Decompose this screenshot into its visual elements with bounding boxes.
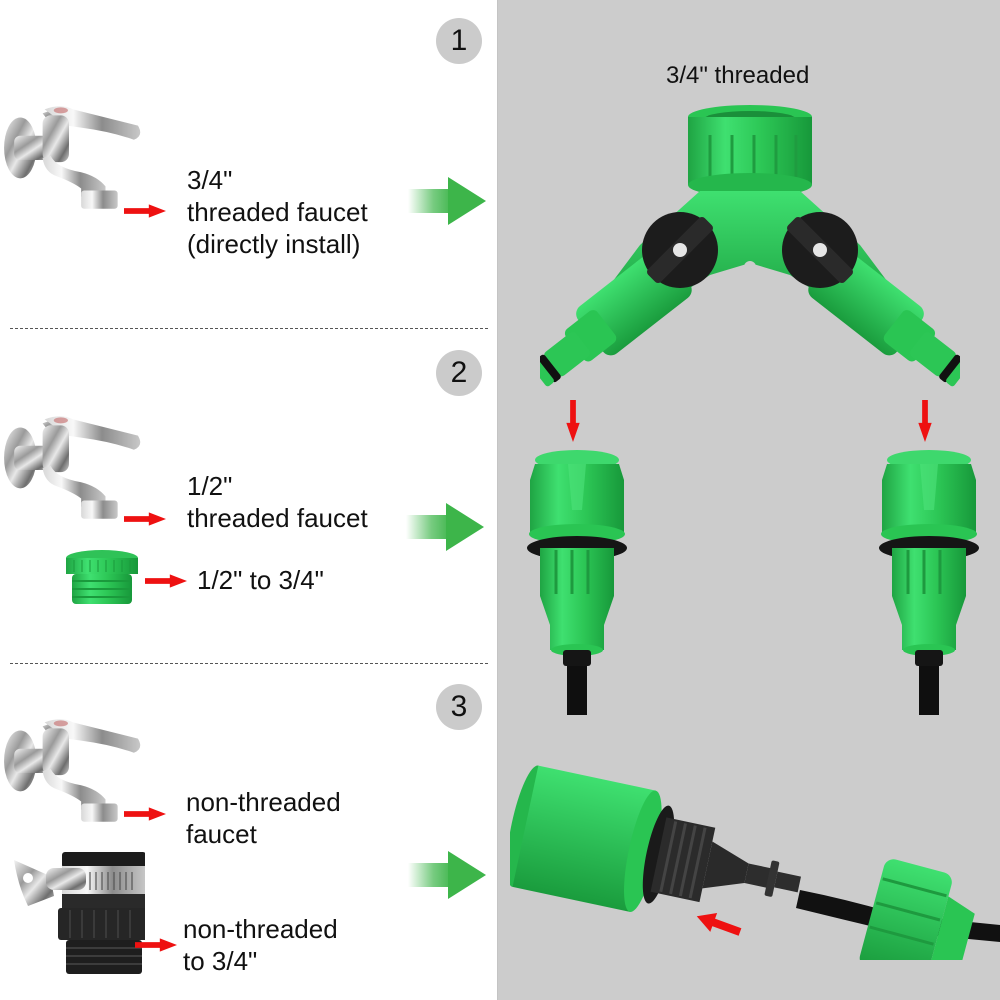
quick-connector-left-image xyxy=(527,450,627,715)
red-arrow-icon xyxy=(124,512,166,526)
adapter-label-step3: non-threaded to 3/4" xyxy=(183,914,338,976)
faucet-label-step3: non-threaded faucet xyxy=(186,787,341,849)
step-badge-2: 2 xyxy=(436,350,482,396)
section-divider xyxy=(10,663,488,664)
red-arrow-icon xyxy=(145,574,187,588)
y-splitter-valve-image xyxy=(540,105,960,387)
green-arrow-icon xyxy=(406,503,484,551)
red-arrow-down-icon xyxy=(566,400,580,442)
faucet-icon xyxy=(0,708,142,830)
step-number: 1 xyxy=(450,24,468,57)
faucet-icon xyxy=(0,95,142,217)
quick-connector-right-image xyxy=(879,450,979,715)
faucet-icon xyxy=(0,405,142,527)
red-arrow-icon xyxy=(124,204,166,218)
step-badge-1: 1 xyxy=(436,18,482,64)
red-arrow-down-icon xyxy=(918,400,932,442)
red-arrow-icon xyxy=(135,938,177,952)
connector-with-barb-image xyxy=(510,765,1000,960)
adapter-label-step2: 1/2" to 3/4" xyxy=(197,565,324,595)
step-badge-3: 3 xyxy=(436,684,482,730)
step-number: 2 xyxy=(450,356,468,389)
faucet-label-step2: 1/2" threaded faucet xyxy=(187,471,368,533)
right-panel-title: 3/4" threaded xyxy=(666,62,810,89)
red-arrow-icon xyxy=(124,807,166,821)
green-arrow-icon xyxy=(408,851,486,899)
section-divider xyxy=(10,328,488,329)
clamp-adapter-icon xyxy=(14,852,145,974)
adapter-icon xyxy=(66,550,138,604)
step-number: 3 xyxy=(450,690,468,723)
green-arrow-icon xyxy=(408,177,486,225)
faucet-label-step1: 3/4" threaded faucet (directly install) xyxy=(187,165,368,259)
